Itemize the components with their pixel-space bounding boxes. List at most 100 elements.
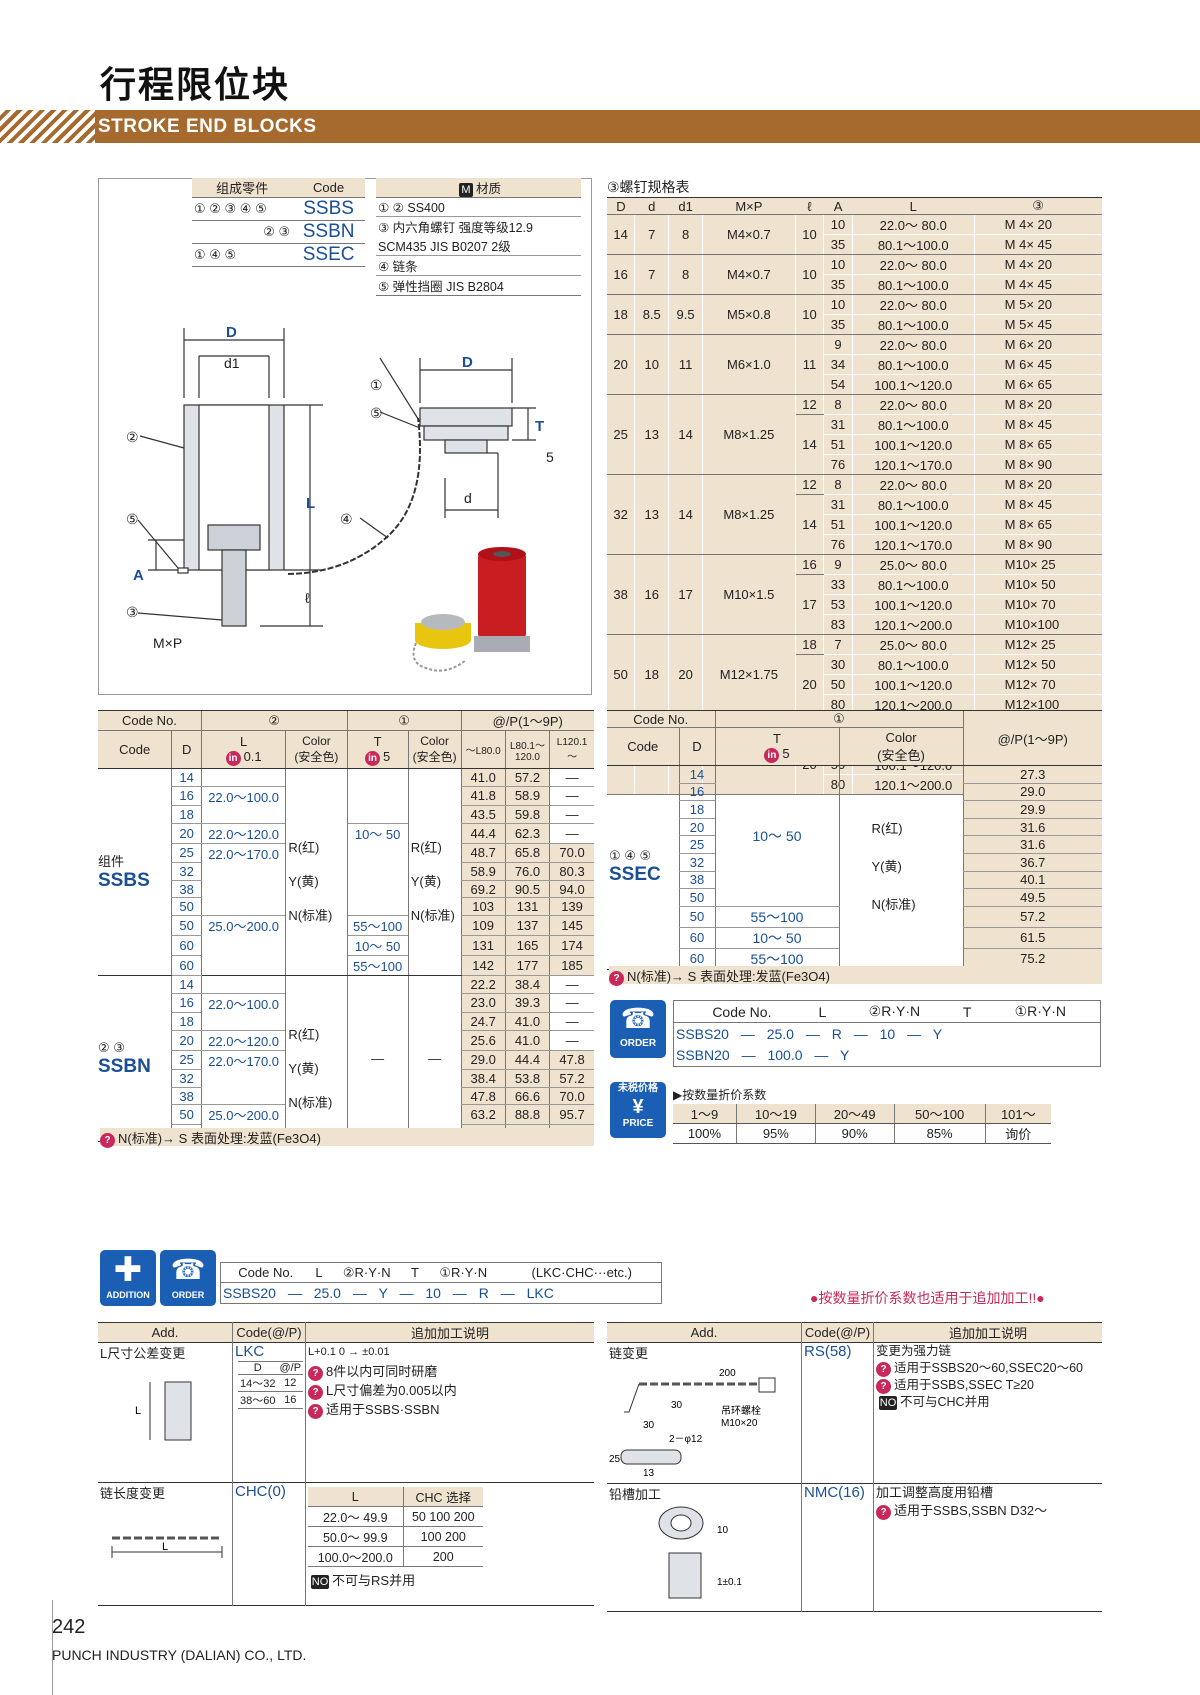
rs-dim-30b: 30 — [671, 1400, 683, 1411]
table-cell: 31 — [823, 414, 853, 435]
table-cell: 29.9 — [962, 800, 1102, 819]
addition-header: (LKC·CHC···etc.) — [531, 1265, 632, 1280]
rs-dim-25: 25 — [609, 1454, 621, 1465]
table-cell: 25.6 — [460, 1030, 506, 1051]
order-badge-2-text: ORDER — [171, 1290, 205, 1300]
title-banner — [0, 110, 1200, 143]
table-cell: 185 — [549, 955, 594, 976]
in-icon: in — [365, 750, 381, 766]
T-head: T — [373, 733, 382, 749]
screw-header: D — [607, 197, 635, 215]
screw-title: ③螺钉规格表 — [607, 179, 690, 195]
banner-hatch — [0, 110, 95, 143]
table-cell: 60 — [678, 948, 715, 970]
material-header: 材质 — [475, 182, 501, 196]
table-cell — [200, 955, 286, 976]
table-cell — [200, 1069, 286, 1088]
dim-D2: D — [462, 354, 473, 371]
table-cell: 80.1～100.0 — [851, 414, 975, 435]
table-cell: R(红)Y(黄)N(标准) — [407, 768, 461, 976]
table-cell: 50 — [678, 888, 715, 907]
addition-badge: ✚ADDITION — [100, 1250, 156, 1306]
addition-header: L — [315, 1265, 323, 1280]
price-badge-top: 未税价格 — [618, 1083, 658, 1094]
right-note: ?N(标准)→ S 表面处理:发蓝(Fe3O4) — [609, 966, 1102, 986]
table-cell: ① — [346, 710, 461, 731]
color-option: N(标准) — [410, 907, 455, 923]
table-cell: 9 — [823, 554, 853, 575]
nmc-desc-1: 适用于SSBS,SSBN D32～ — [894, 1503, 1048, 1518]
price-row: 100%95%90%85%询价 — [673, 1123, 1051, 1144]
table-cell: 25.0～200.0 — [200, 914, 286, 936]
table-cell: 50 100 200 — [402, 1506, 484, 1527]
material-row: ④ 链条 — [376, 255, 581, 276]
addition-header: T — [411, 1265, 419, 1280]
color-cn: (安全色) — [412, 750, 457, 764]
group-label: 组件 — [98, 854, 125, 870]
table-cell: 35 — [823, 274, 853, 295]
color-cn: (安全色) — [877, 747, 925, 763]
order-h: Code No. — [712, 1003, 772, 1020]
table-cell: 80.1～100.0 — [851, 574, 975, 595]
nmc-name: 铅槽加工 — [609, 1487, 662, 1502]
table-cell: 100.1～120.0 — [851, 374, 975, 395]
table-cell: 57.2 — [549, 1069, 594, 1088]
table-cell: @/P(1～9P) — [460, 710, 594, 731]
parts-row: ① ④ ⑤ — [192, 243, 293, 267]
table-cell: 80.1～100.0 — [851, 494, 975, 515]
plus-icon: ✚ — [113, 1251, 143, 1289]
table-cell: 103 — [460, 897, 506, 916]
rs-desc-3: 不可与CHC并用 — [900, 1395, 990, 1409]
table-cell: 120.1～170.0 — [851, 534, 975, 555]
table-cell: 70.0 — [549, 843, 594, 864]
table-cell: M12× 70 — [973, 674, 1102, 695]
table-cell: 31.6 — [962, 835, 1102, 854]
table-cell: 18 — [678, 800, 715, 819]
group-label: ① ④ ⑤ — [609, 848, 652, 864]
no-icon: NO — [311, 1575, 330, 1589]
table-cell: 14 — [668, 474, 704, 555]
table-cell: 10～ 50 — [714, 765, 839, 907]
table-cell: 12 — [277, 1374, 304, 1392]
table-cell: 60 — [171, 935, 202, 956]
table-cell: 38 — [607, 554, 636, 635]
table-cell: L — [308, 1487, 403, 1507]
group-label: ② ③ — [98, 1039, 125, 1055]
table-cell: 14 — [795, 414, 824, 475]
table-cell: 8.5 — [634, 294, 670, 335]
addl-h: Add. — [151, 1325, 179, 1340]
table-cell: 41.8 — [460, 786, 506, 807]
group-code: SSEC — [609, 864, 661, 886]
table-cell: 30 — [823, 654, 853, 675]
color-head: Color — [885, 729, 917, 745]
table-cell — [200, 862, 286, 881]
callout-4: ④ — [340, 511, 353, 527]
table-cell: 65.8 — [504, 843, 550, 864]
table-cell: 10 — [795, 214, 825, 255]
table-cell — [200, 935, 286, 956]
table-cell — [200, 880, 286, 898]
yen-icon: ¥ — [632, 1096, 644, 1118]
rs-dim-30a: 30 — [643, 1420, 655, 1431]
dim-L: L — [306, 495, 315, 512]
table-cell: 27.3 — [962, 765, 1102, 784]
table-cell: 22.0～120.0 — [200, 1029, 286, 1051]
T-head: T — [773, 730, 781, 746]
table-cell: 76.0 — [504, 862, 550, 881]
